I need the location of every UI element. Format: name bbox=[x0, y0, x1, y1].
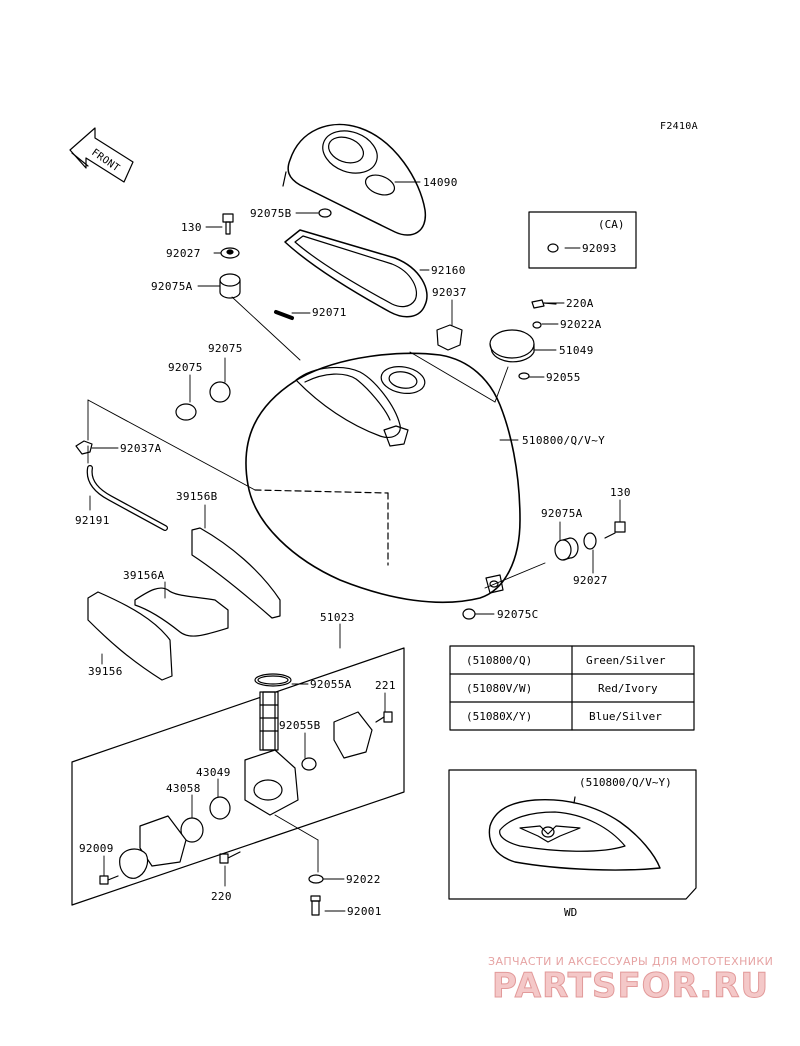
wd-box-title: (510800/Q/V~Y) bbox=[579, 776, 672, 789]
screw-220-shape bbox=[219, 851, 241, 864]
part-label-43049[interactable]: 43049 bbox=[196, 766, 231, 779]
drain-bolt-92001-shape bbox=[310, 895, 321, 916]
part-label-220[interactable]: 220 bbox=[211, 890, 232, 903]
oring-92055-shape bbox=[518, 372, 530, 380]
part-label-92075-right[interactable]: 92075 bbox=[208, 342, 243, 355]
lever-shape bbox=[119, 848, 149, 879]
part-label-92191[interactable]: 92191 bbox=[75, 514, 110, 527]
part-label-92001[interactable]: 92001 bbox=[347, 905, 382, 918]
part-label-510800[interactable]: 510800/Q/V~Y bbox=[522, 434, 606, 447]
collar-92027-right-shape bbox=[583, 532, 597, 550]
grommet-92075a-shape bbox=[219, 273, 241, 299]
part-label-92075-left[interactable]: 92075 bbox=[168, 361, 203, 374]
diaphragm-43049-shape bbox=[209, 796, 231, 820]
pin-92071-shape bbox=[274, 310, 294, 320]
wd-tank-shape bbox=[488, 796, 661, 871]
part-label-92071[interactable]: 92071 bbox=[312, 306, 347, 319]
part-label-92075c[interactable]: 92075C bbox=[497, 608, 539, 621]
part-label-130[interactable]: 130 bbox=[181, 221, 202, 234]
fuel-tank-shape bbox=[245, 352, 521, 604]
part-label-92075a[interactable]: 92075A bbox=[151, 280, 193, 293]
wd-box-frame bbox=[448, 769, 697, 900]
part-label-43058[interactable]: 43058 bbox=[166, 782, 201, 795]
ca-box-frame bbox=[528, 211, 637, 269]
part-label-92027-right[interactable]: 92027 bbox=[573, 574, 608, 587]
fuel-cock-shape bbox=[244, 691, 299, 816]
screw-221-shape bbox=[375, 711, 393, 723]
part-label-92027[interactable]: 92027 bbox=[166, 247, 201, 260]
dash-cover-shape bbox=[282, 123, 427, 236]
color-table-color: Green/Silver bbox=[586, 654, 666, 667]
bolt-130-shape bbox=[222, 213, 234, 235]
cap-51049-shape bbox=[489, 329, 535, 363]
part-label-92093[interactable]: 92093 bbox=[582, 242, 617, 255]
fuel-cock-group-frame bbox=[71, 647, 405, 906]
color-table-color: Red/Ivory bbox=[598, 682, 658, 695]
part-label-92075b[interactable]: 92075B bbox=[250, 207, 292, 220]
bolt-130-right-shape bbox=[604, 521, 626, 539]
pad-39156b-shape bbox=[191, 527, 281, 619]
color-table-code: (510800/Q) bbox=[466, 654, 533, 667]
part-label-220a[interactable]: 220A bbox=[566, 297, 594, 310]
part-label-39156[interactable]: 39156 bbox=[88, 665, 123, 678]
watermark-logo: PARTSFOR.RU bbox=[491, 966, 770, 1007]
screw-220a-shape bbox=[531, 299, 557, 309]
washer-92022a-shape bbox=[532, 321, 542, 329]
part-label-92009[interactable]: 92009 bbox=[79, 842, 114, 855]
oring-92055a-shape bbox=[254, 673, 292, 687]
clip-92037a-shape bbox=[75, 440, 93, 455]
part-label-221[interactable]: 221 bbox=[375, 679, 396, 692]
clamp-92037-shape bbox=[436, 324, 463, 351]
color-table-code: (51080X/Y) bbox=[466, 710, 533, 723]
color-table-grid bbox=[449, 645, 695, 731]
ca-box-title: (CA) bbox=[598, 218, 625, 231]
color-table-color: Blue/Silver bbox=[589, 710, 662, 723]
leader-lines bbox=[87, 181, 621, 912]
oring-92055b-shape bbox=[301, 757, 317, 771]
part-label-92055a[interactable]: 92055A bbox=[310, 678, 352, 691]
pad-39156-shape bbox=[87, 591, 173, 681]
pad-39156a-shape bbox=[134, 587, 229, 637]
part-label-39156a[interactable]: 39156A bbox=[123, 569, 165, 582]
screw-92009-shape bbox=[99, 875, 119, 885]
part-label-92055b[interactable]: 92055B bbox=[279, 719, 321, 732]
washer-92022-shape bbox=[308, 874, 324, 884]
part-label-92055[interactable]: 92055 bbox=[546, 371, 581, 384]
washer-92075b-shape bbox=[318, 208, 332, 218]
wd-caption: WD bbox=[564, 906, 578, 919]
front-arrow-icon bbox=[69, 127, 134, 183]
figure-code: F2410A bbox=[660, 121, 698, 132]
plate-shape bbox=[139, 815, 187, 867]
part-label-92037[interactable]: 92037 bbox=[432, 286, 467, 299]
part-label-92160[interactable]: 92160 bbox=[431, 264, 466, 277]
part-label-92037a[interactable]: 92037A bbox=[120, 442, 162, 455]
grommet-92075c-shape bbox=[462, 608, 476, 620]
part-label-130-right[interactable]: 130 bbox=[610, 486, 631, 499]
grommet-92075a-right-shape bbox=[554, 537, 579, 561]
part-label-92022[interactable]: 92022 bbox=[346, 873, 381, 886]
part-label-92022a[interactable]: 92022A bbox=[560, 318, 602, 331]
part-label-51023[interactable]: 51023 bbox=[320, 611, 355, 624]
color-table-code: (51080V/W) bbox=[466, 682, 533, 695]
part-label-92075a-right[interactable]: 92075A bbox=[541, 507, 583, 520]
gasket-92160-shape bbox=[284, 229, 428, 318]
damper-92075-shape bbox=[175, 381, 231, 421]
part-label-39156b[interactable]: 39156B bbox=[176, 490, 218, 503]
nut-92093-shape bbox=[547, 243, 559, 253]
part-label-14090[interactable]: 14090 bbox=[423, 176, 458, 189]
cover-plate-shape bbox=[333, 711, 373, 759]
watermark-tagline: ЗАПЧАСТИ И АКСЕССУАРЫ ДЛЯ МОТОТЕХНИКИ bbox=[488, 955, 774, 968]
part-label-51049[interactable]: 51049 bbox=[559, 344, 594, 357]
